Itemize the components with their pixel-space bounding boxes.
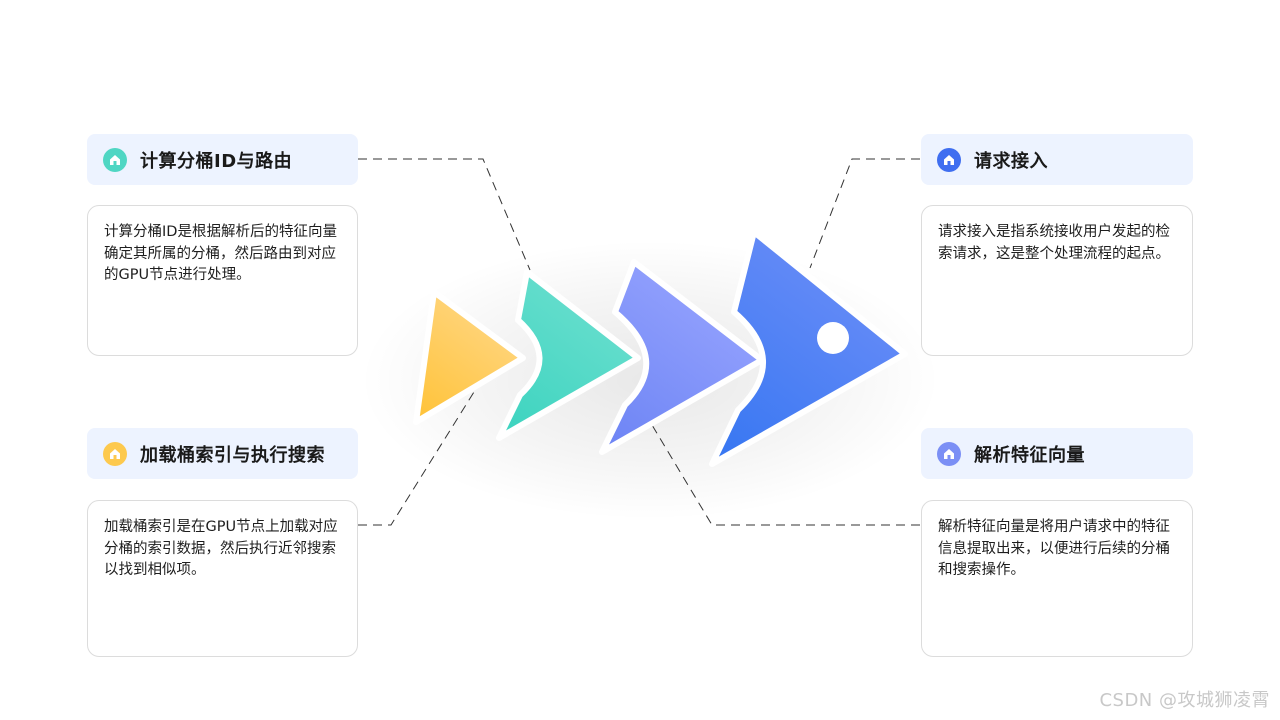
watermark: CSDN @攻城狮凌霄 bbox=[1099, 690, 1270, 711]
step-title: 解析特征向量 bbox=[974, 444, 1085, 466]
step-description: 加载桶索引是在GPU节点上加载对应分桶的索引数据，然后执行近邻搜索以找到相似项。 bbox=[104, 519, 338, 578]
connector-step-1 bbox=[358, 158, 531, 271]
home-icon bbox=[103, 147, 127, 172]
arrow-purple bbox=[599, 259, 765, 455]
home-icon bbox=[937, 147, 961, 172]
home-icon bbox=[103, 441, 127, 466]
step-title: 加载桶索引与执行搜索 bbox=[140, 444, 325, 466]
home-icon bbox=[937, 441, 961, 466]
connector-step-3 bbox=[809, 158, 920, 269]
step-card-request-access: 请求接入是指系统接收用户发起的检索请求，这是整个处理流程的起点。 bbox=[921, 205, 1193, 356]
step-title: 计算分桶ID与路由 bbox=[140, 150, 293, 172]
connector-lines bbox=[358, 158, 920, 526]
arrow-blue-dot bbox=[817, 322, 849, 354]
step-card-load-index: 加载桶索引是在GPU节点上加载对应分桶的索引数据，然后执行近邻搜索以找到相似项。 bbox=[87, 500, 358, 657]
arrow-yellow bbox=[413, 289, 526, 425]
step-header-load-index: 加载桶索引与执行搜索 bbox=[87, 428, 358, 479]
step-title: 请求接入 bbox=[974, 150, 1048, 172]
step-header-compute-bucket: 计算分桶ID与路由 bbox=[87, 134, 358, 185]
step-card-compute-bucket: 计算分桶ID是根据解析后的特征向量确定其所属的分桶，然后路由到对应的GPU节点进… bbox=[87, 205, 358, 356]
connector-step-2 bbox=[358, 391, 475, 526]
step-description: 计算分桶ID是根据解析后的特征向量确定其所属的分桶，然后路由到对应的GPU节点进… bbox=[104, 224, 337, 283]
arrow-blue bbox=[709, 229, 908, 467]
step-header-request-access: 请求接入 bbox=[921, 134, 1193, 185]
arrow-teal bbox=[496, 269, 641, 441]
step-description: 请求接入是指系统接收用户发起的检索请求，这是整个处理流程的起点。 bbox=[938, 224, 1170, 262]
step-description: 解析特征向量是将用户请求中的特征信息提取出来，以便进行后续的分桶和搜索操作。 bbox=[938, 519, 1170, 578]
step-header-parse-vector: 解析特征向量 bbox=[921, 428, 1193, 479]
arrows bbox=[413, 229, 908, 467]
connector-step-4 bbox=[651, 424, 920, 526]
step-card-parse-vector: 解析特征向量是将用户请求中的特征信息提取出来，以便进行后续的分桶和搜索操作。 bbox=[921, 500, 1193, 657]
